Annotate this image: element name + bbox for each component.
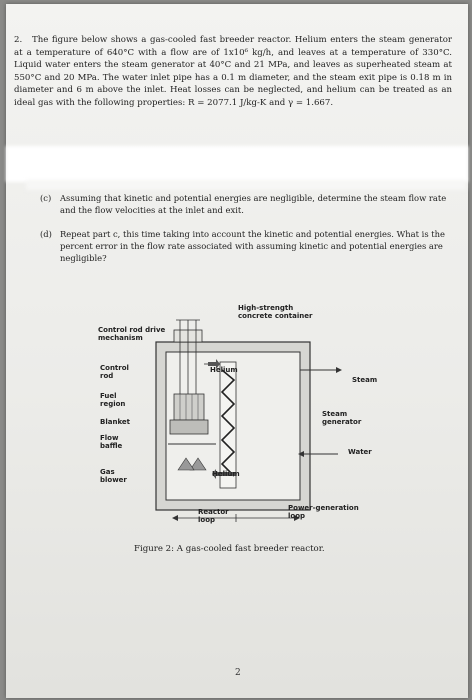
fuel-region xyxy=(173,393,205,421)
part-d-label: (d) xyxy=(40,229,52,239)
label-control-rod: Control rod xyxy=(100,364,129,380)
problem-statement: 2.The figure below shows a gas-cooled fa… xyxy=(14,34,452,110)
label-helium-bottom: Helium xyxy=(212,470,240,478)
redacted-region xyxy=(6,146,468,182)
part-c: (c) Assuming that kinetic and potential … xyxy=(40,192,450,216)
label-helium-top: Helium xyxy=(210,366,238,374)
label-container: High-strength concrete container xyxy=(238,304,313,320)
label-fuel-region: Fuel region xyxy=(100,392,126,408)
label-reactor-loop: Reactor loop xyxy=(198,508,229,524)
problem-text: The figure below shows a gas-cooled fast… xyxy=(14,35,452,108)
part-c-text: Assuming that kinetic and potential ener… xyxy=(60,193,447,215)
reactor-diagram xyxy=(155,319,342,522)
page-number: 2 xyxy=(235,668,241,678)
part-d: (d) Repeat part c, this time taking into… xyxy=(40,228,450,264)
gas-blower xyxy=(189,457,207,471)
label-flow-baffle: Flow baffle xyxy=(100,434,123,450)
blanket xyxy=(169,419,209,435)
document-page: 2.The figure below shows a gas-cooled fa… xyxy=(6,4,468,698)
label-steam: Steam xyxy=(352,376,378,384)
redacted-region-fade xyxy=(26,180,466,190)
part-c-label: (c) xyxy=(40,193,52,203)
problem-number: 2. xyxy=(14,35,23,45)
label-control-rod-drive: Control rod drive mechanism xyxy=(98,326,166,342)
steam-generator-coil xyxy=(220,369,236,477)
label-steam-generator: Steam generator xyxy=(322,410,362,426)
label-power-loop: Power-generation loop xyxy=(288,504,359,520)
label-gas-blower: Gas blower xyxy=(100,468,127,484)
label-water: Water xyxy=(348,448,372,456)
figure-caption: Figure 2: A gas-cooled fast breeder reac… xyxy=(134,544,325,554)
label-blanket: Blanket xyxy=(100,418,131,426)
part-d-text: Repeat part c, this time taking into acc… xyxy=(60,229,445,263)
reactor-figure: Control rod drive mechanism High-strengt… xyxy=(98,304,398,544)
